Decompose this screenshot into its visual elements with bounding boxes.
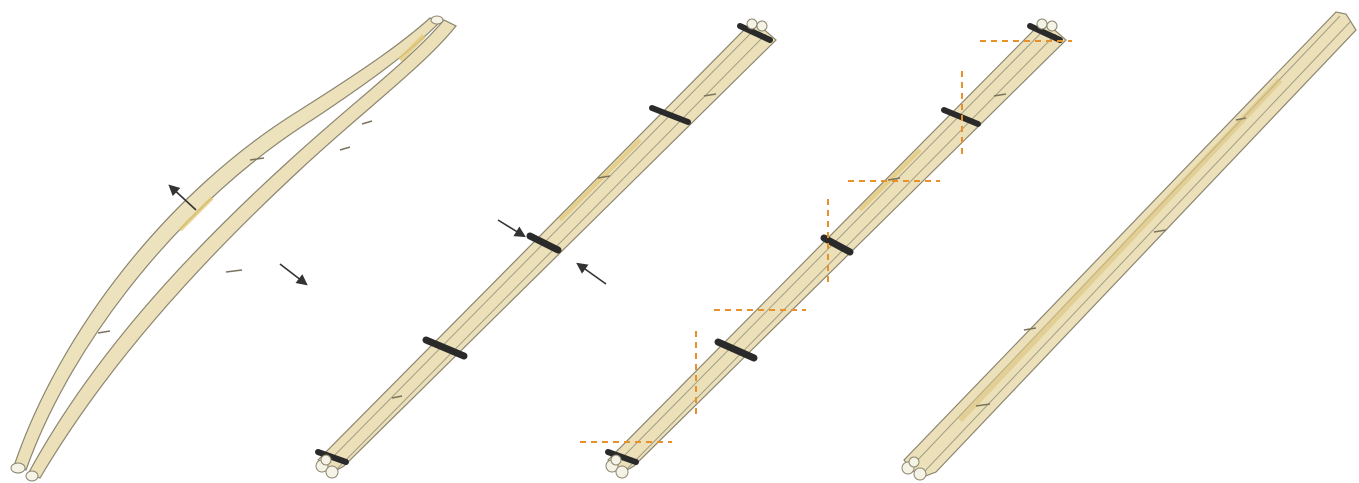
cane-end	[1036, 18, 1048, 30]
tie-top	[737, 23, 773, 43]
cane-right-highlight	[398, 34, 426, 62]
cane-seam	[325, 29, 755, 465]
tie-lower	[422, 336, 468, 360]
cane-right-node	[339, 146, 351, 151]
cane-node	[1153, 229, 1167, 233]
cane-end	[430, 15, 444, 25]
cane-end	[320, 454, 332, 466]
cane-left-node	[97, 330, 111, 334]
tie-lower	[714, 338, 758, 362]
cane-seam	[335, 33, 767, 471]
cane-node	[703, 93, 717, 97]
cane-end	[913, 467, 927, 481]
cane-left-node	[361, 120, 373, 125]
step-3-mark-positions	[580, 18, 1072, 479]
cane-node	[993, 93, 1007, 97]
cane-seam	[625, 33, 1057, 471]
cane-end	[10, 462, 26, 474]
arrow-inward-lower	[576, 262, 607, 285]
step-1-spread-canes	[10, 15, 457, 482]
arrow-inward-upper	[497, 219, 526, 238]
step-4-finished-bundle	[901, 11, 1357, 481]
guide-lines	[580, 40, 1072, 443]
tie-middle	[526, 232, 562, 254]
cane-right-node	[225, 269, 243, 273]
cane-node	[1023, 327, 1037, 331]
cane-right	[27, 19, 457, 479]
cane-node	[391, 395, 403, 399]
cane-end	[746, 18, 758, 30]
cane-end	[325, 465, 339, 479]
step-2-tie-canes	[315, 18, 777, 479]
cane-seam	[615, 29, 1045, 465]
cane-node	[887, 177, 901, 181]
arrow-outward-left	[168, 184, 197, 211]
cane-node	[597, 175, 611, 179]
cane-end	[25, 470, 39, 482]
cane-end	[610, 454, 622, 466]
cane-end	[908, 456, 920, 468]
tie-middle	[820, 234, 854, 256]
cane-end	[1046, 20, 1058, 32]
cane-node	[975, 403, 991, 407]
cane-seam	[923, 21, 1351, 473]
arrow-outward-right	[279, 263, 308, 286]
cane-highlight	[558, 138, 642, 222]
tie-top	[1027, 23, 1063, 43]
tie-upper	[649, 105, 691, 125]
cane-node	[1235, 117, 1247, 121]
cane-highlight	[957, 77, 1283, 423]
tie-bottom	[605, 449, 639, 465]
cane-left-highlight	[178, 196, 214, 232]
cane-end	[756, 20, 768, 32]
tie-bottom	[315, 449, 349, 465]
cane-end	[615, 465, 629, 479]
cane-left-node	[249, 157, 265, 161]
